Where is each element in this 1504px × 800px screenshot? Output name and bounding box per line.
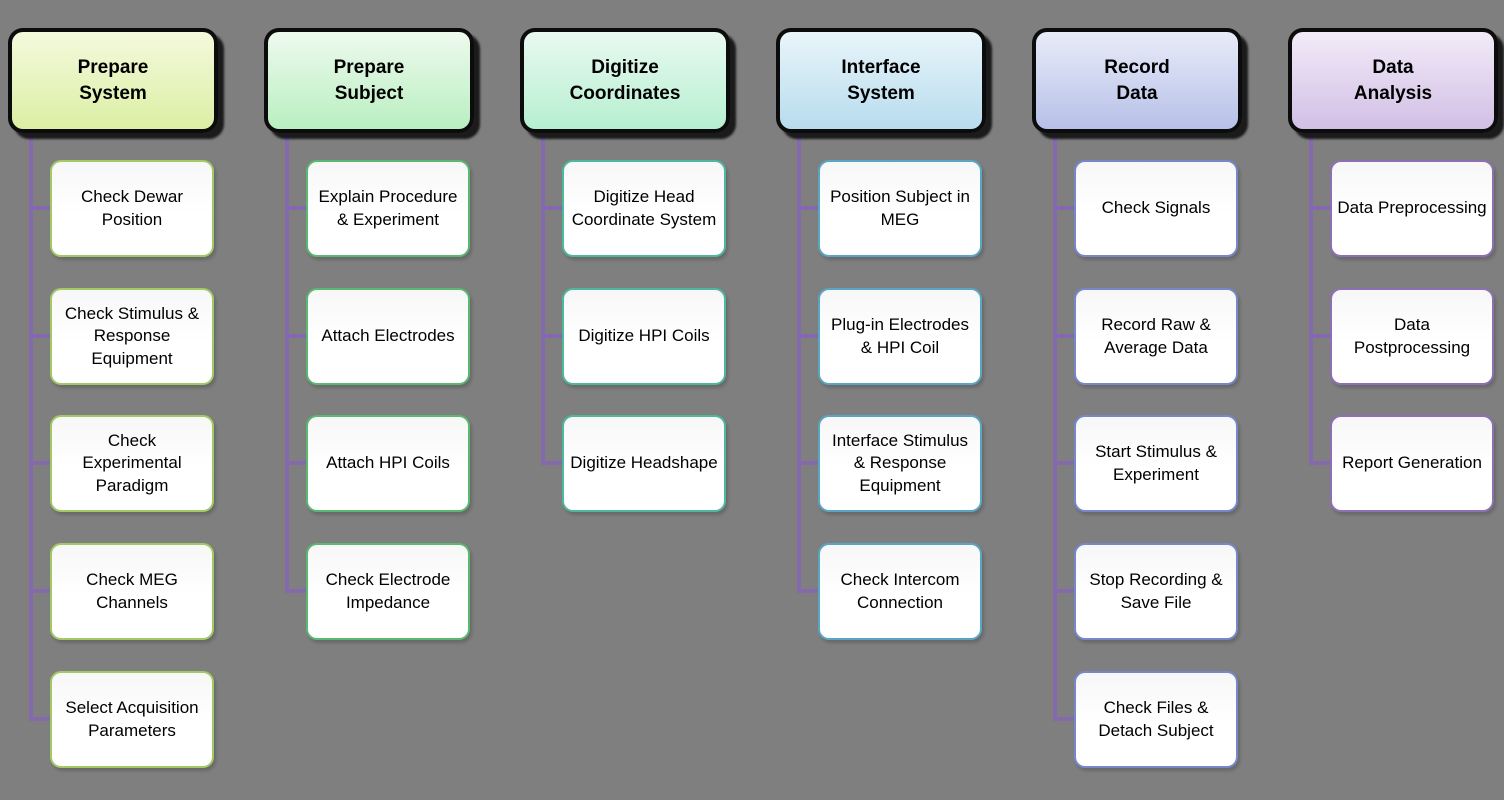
task-label: Data Postprocessing: [1353, 315, 1471, 357]
task-label: Select Acquisition Parameters: [65, 698, 199, 740]
task-label: Explain Procedure & Experiment: [318, 187, 458, 229]
task-box: Stop Recording & Save File: [1074, 543, 1238, 640]
task-box: Check Electrode Impedance: [306, 543, 470, 640]
task-label: Check Electrode Impedance: [325, 570, 451, 612]
connector-stub: [1053, 461, 1076, 465]
column-digitize-coordinates: Digitize Coordinates Digitize Head Coord…: [520, 0, 730, 800]
connector-stub: [29, 206, 52, 210]
task-label: Check Intercom Connection: [840, 570, 960, 612]
connector-line: [797, 133, 801, 593]
task-box: Check Stimulus & Response Equipment: [50, 288, 214, 385]
task-box: Explain Procedure & Experiment: [306, 160, 470, 257]
connector-stub: [285, 461, 308, 465]
connector-stub: [541, 334, 564, 338]
task-box: Position Subject in MEG: [818, 160, 982, 257]
column-interface-system: Interface System Position Subject in MEG…: [776, 0, 986, 800]
task-box: Check Dewar Position: [50, 160, 214, 257]
task-box: Data Postprocessing: [1330, 288, 1494, 385]
header-data-analysis: Data Analysis: [1288, 28, 1498, 133]
connector-stub: [797, 461, 820, 465]
connector-stub: [797, 334, 820, 338]
connector-stub: [29, 717, 52, 721]
task-box: Attach HPI Coils: [306, 415, 470, 512]
connector-stub: [1309, 461, 1332, 465]
task-label: Plug-in Electrodes & HPI Coil: [831, 315, 969, 357]
connector-stub: [29, 334, 52, 338]
connector-stub: [1053, 589, 1076, 593]
task-label: Interface Stimulus & Response Equipment: [831, 431, 969, 495]
connector-line: [285, 133, 289, 593]
task-label: Data Preprocessing: [1337, 198, 1487, 218]
task-label: Check Dewar Position: [80, 187, 184, 229]
task-box: Select Acquisition Parameters: [50, 671, 214, 768]
connector-stub: [541, 461, 564, 465]
task-label: Digitize HPI Coils: [578, 326, 710, 346]
task-box: Report Generation: [1330, 415, 1494, 512]
connector-stub: [1053, 334, 1076, 338]
task-label: Check Signals: [1101, 198, 1211, 218]
connector-stub: [1309, 206, 1332, 210]
header-label: Data Analysis: [1353, 56, 1433, 104]
header-prepare-subject: Prepare Subject: [264, 28, 474, 133]
connector-stub: [797, 589, 820, 593]
connector-line: [541, 133, 545, 465]
task-label: Check Experimental Paradigm: [82, 431, 182, 495]
task-box: Check Signals: [1074, 160, 1238, 257]
connector-stub: [797, 206, 820, 210]
task-label: Report Generation: [1342, 453, 1482, 473]
connector-line: [29, 133, 33, 721]
connector-stub: [285, 334, 308, 338]
task-label: Attach Electrodes: [321, 326, 455, 346]
header-prepare-system: Prepare System: [8, 28, 218, 133]
header-interface-system: Interface System: [776, 28, 986, 133]
task-label: Record Raw & Average Data: [1101, 315, 1211, 357]
task-box: Check Files & Detach Subject: [1074, 671, 1238, 768]
connector-stub: [1053, 206, 1076, 210]
task-label: Digitize Headshape: [570, 453, 718, 473]
task-box: Record Raw & Average Data: [1074, 288, 1238, 385]
task-label: Start Stimulus & Experiment: [1095, 442, 1217, 484]
task-label: Check Stimulus & Response Equipment: [64, 304, 200, 368]
task-label: Position Subject in MEG: [830, 187, 970, 229]
task-box: Plug-in Electrodes & HPI Coil: [818, 288, 982, 385]
task-label: Check MEG Channels: [86, 570, 178, 612]
column-prepare-subject: Prepare Subject Explain Procedure & Expe…: [264, 0, 474, 800]
connector-stub: [1053, 717, 1076, 721]
connector-line: [1309, 133, 1313, 465]
connector-stub: [29, 589, 52, 593]
task-box: Interface Stimulus & Response Equipment: [818, 415, 982, 512]
task-box: Check Intercom Connection: [818, 543, 982, 640]
task-box: Start Stimulus & Experiment: [1074, 415, 1238, 512]
connector-stub: [541, 206, 564, 210]
connector-stub: [285, 589, 308, 593]
task-box: Attach Electrodes: [306, 288, 470, 385]
connector-line: [1053, 133, 1057, 721]
header-digitize-coordinates: Digitize Coordinates: [520, 28, 730, 133]
task-label: Attach HPI Coils: [326, 453, 450, 473]
header-label: Prepare Subject: [333, 56, 405, 104]
connector-stub: [285, 206, 308, 210]
task-box: Data Preprocessing: [1330, 160, 1494, 257]
header-record-data: Record Data: [1032, 28, 1242, 133]
task-label: Digitize Head Coordinate System: [571, 187, 717, 229]
task-box: Digitize HPI Coils: [562, 288, 726, 385]
task-box: Check MEG Channels: [50, 543, 214, 640]
task-label: Stop Recording & Save File: [1089, 570, 1223, 612]
connector-stub: [1309, 334, 1332, 338]
header-label: Interface System: [841, 56, 921, 104]
task-box: Check Experimental Paradigm: [50, 415, 214, 512]
header-label: Prepare System: [77, 56, 149, 104]
connector-stub: [29, 461, 52, 465]
column-data-analysis: Data Analysis Data Preprocessing Data Po…: [1288, 0, 1498, 800]
task-box: Digitize Head Coordinate System: [562, 160, 726, 257]
task-box: Digitize Headshape: [562, 415, 726, 512]
column-prepare-system: Prepare System Check Dewar Position Chec…: [8, 0, 218, 800]
column-record-data: Record Data Check Signals Record Raw & A…: [1032, 0, 1242, 800]
task-label: Check Files & Detach Subject: [1098, 698, 1214, 740]
header-label: Digitize Coordinates: [569, 56, 681, 104]
header-label: Record Data: [1104, 56, 1170, 104]
